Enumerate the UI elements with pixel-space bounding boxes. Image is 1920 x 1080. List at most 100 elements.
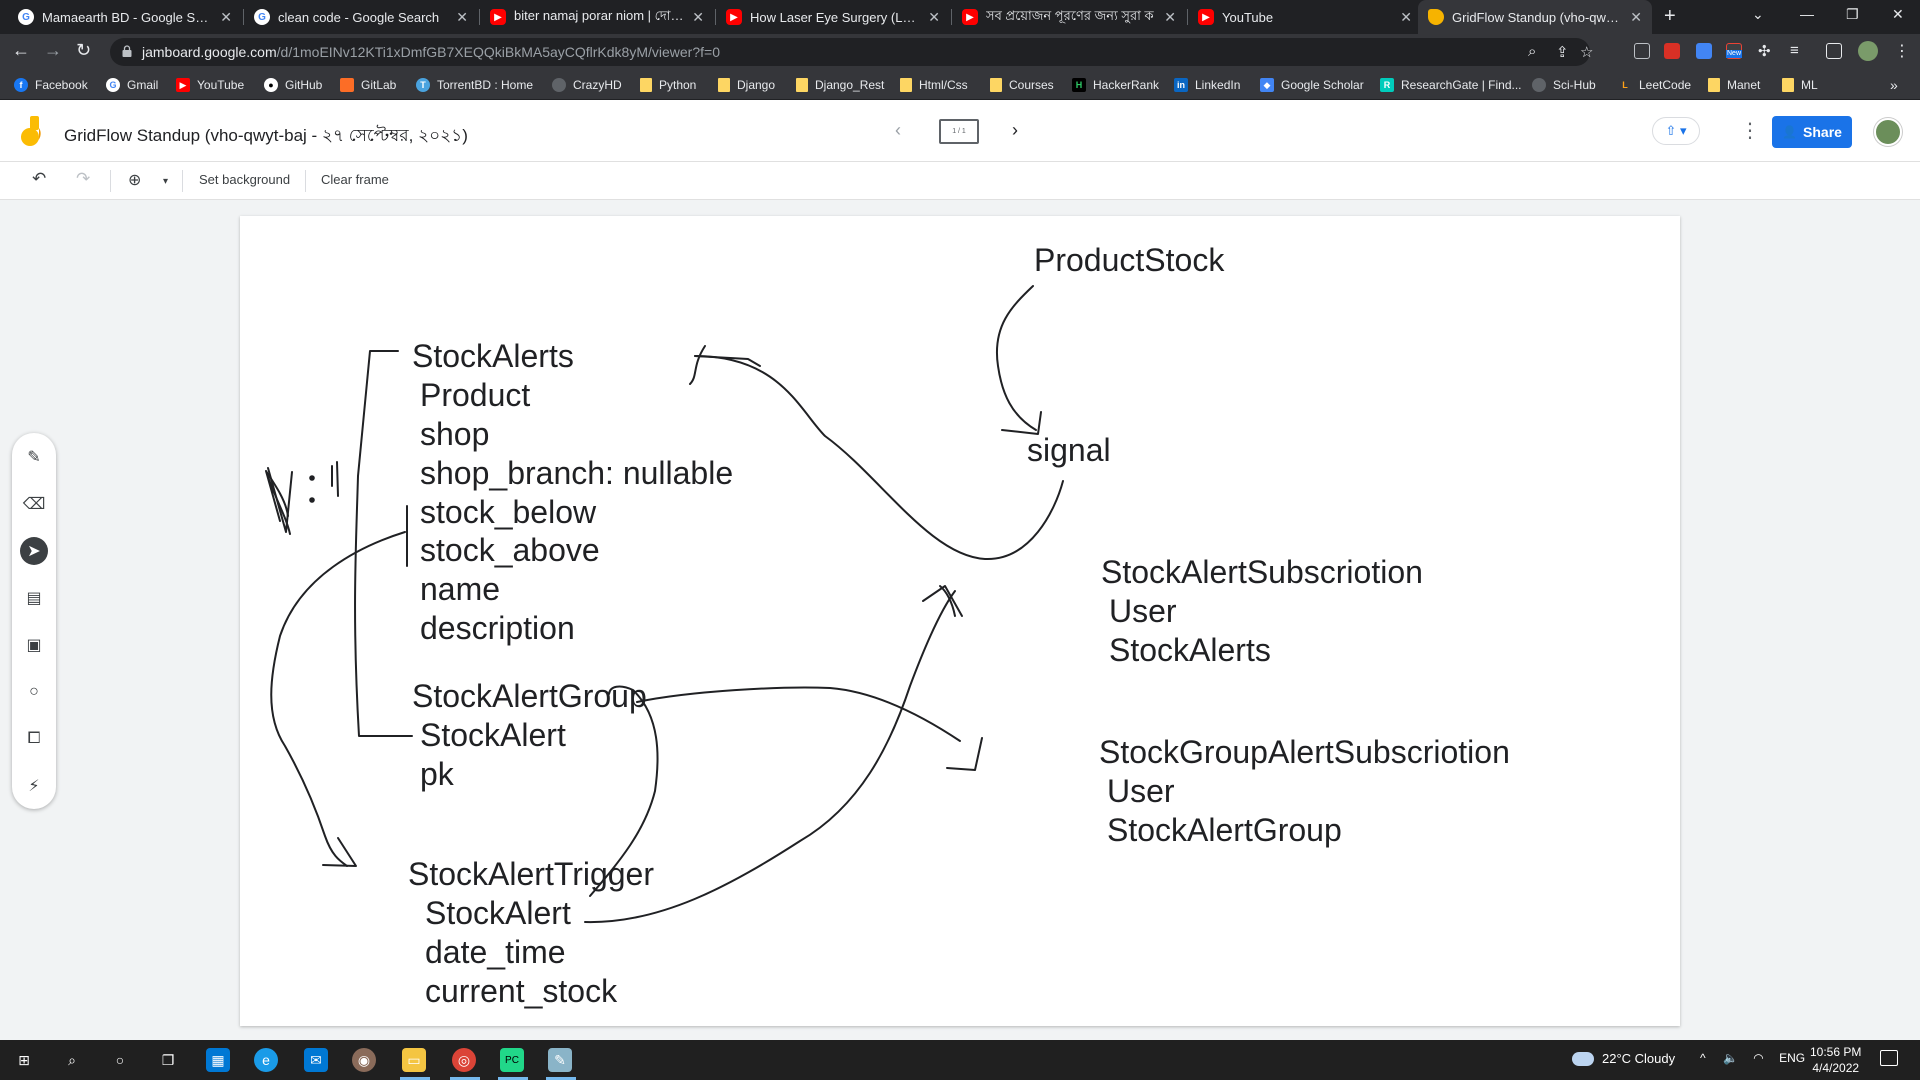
- bookmark-github[interactable]: ●GitHub: [264, 76, 322, 94]
- browser-tab[interactable]: ▶ How Laser Eye Surgery (Lasik) is ✕: [716, 0, 950, 34]
- bookmark-youtube[interactable]: ▶YouTube: [176, 76, 244, 94]
- address-bar[interactable]: jamboard.google.com/d/1moEINv12KTi1xDmfG…: [110, 38, 1594, 66]
- mail-icon[interactable]: ✉: [304, 1048, 328, 1072]
- model-field[interactable]: Product: [420, 377, 531, 413]
- model-field[interactable]: current_stock: [425, 973, 618, 1009]
- bookmark-folder-courses[interactable]: Courses: [990, 76, 1054, 94]
- side-panel-icon[interactable]: [1826, 43, 1842, 59]
- present-button[interactable]: ⇧ ▾: [1652, 117, 1700, 145]
- tray-overflow-icon[interactable]: ^: [1700, 1051, 1706, 1065]
- model-field[interactable]: name: [420, 571, 501, 607]
- back-icon[interactable]: ←: [12, 40, 30, 60]
- bookmark-folder-python[interactable]: Python: [640, 76, 696, 94]
- redo-icon[interactable]: ↷: [76, 169, 91, 188]
- restore-icon[interactable]: ❐: [1846, 6, 1859, 22]
- extensions-puzzle-icon[interactable]: ✣: [1758, 43, 1771, 60]
- weather-widget[interactable]: 22°C Cloudy: [1572, 1051, 1675, 1066]
- extension-new-icon[interactable]: New: [1726, 43, 1743, 59]
- browser-tab[interactable]: ▶ সব প্রয়োজন পূরণের জন্য সুরা ক ✕: [952, 0, 1186, 34]
- more-options-icon[interactable]: ⋮: [1740, 120, 1760, 142]
- model-field[interactable]: User: [1109, 593, 1177, 629]
- close-window-icon[interactable]: ✕: [1892, 6, 1904, 22]
- model-field[interactable]: StockAlertGroup: [1107, 812, 1342, 848]
- chrome-icon[interactable]: ◎: [452, 1048, 476, 1072]
- whiteboard-canvas[interactable]: ProductStock signal StockAlerts Product …: [240, 216, 1680, 1026]
- model-stock-group-alert-subscription-title[interactable]: StockGroupAlertSubscriotion: [1099, 734, 1510, 770]
- zoom-icon[interactable]: ⌕: [1528, 43, 1537, 60]
- eraser-tool-icon[interactable]: ⌫: [22, 496, 46, 513]
- share-button[interactable]: 👤Share: [1772, 116, 1852, 148]
- bookmark-folder-django[interactable]: Django: [718, 76, 775, 94]
- browser-tab[interactable]: ▶ YouTube ✕: [1188, 0, 1422, 34]
- reading-list-icon[interactable]: ≡: [1790, 42, 1799, 59]
- windows-start-icon[interactable]: ⊞: [18, 1051, 30, 1068]
- model-stock-alerts-title[interactable]: StockAlerts: [412, 338, 574, 374]
- extension-translate-icon[interactable]: [1696, 43, 1712, 59]
- browser-tab[interactable]: G Mamaearth BD - Google Search ✕: [8, 0, 242, 34]
- set-background-button[interactable]: Set background: [199, 172, 291, 187]
- avatar[interactable]: [1874, 118, 1902, 146]
- model-stock-alert-subscription-title[interactable]: StockAlertSubscriotion: [1101, 554, 1423, 590]
- label-signal[interactable]: signal: [1027, 432, 1111, 468]
- bookmark-crazyhd[interactable]: CrazyHD: [552, 76, 622, 94]
- forward-icon[interactable]: →: [44, 40, 62, 60]
- close-tab-icon[interactable]: ✕: [220, 8, 232, 25]
- select-tool-icon[interactable]: ➤: [20, 537, 48, 565]
- microsoft-store-icon[interactable]: ▦: [206, 1048, 230, 1072]
- notification-icon[interactable]: [1880, 1050, 1898, 1066]
- browser-tab-active[interactable]: GridFlow Standup (vho-qwyt-ba ✕: [1418, 0, 1652, 34]
- model-field[interactable]: shop: [420, 416, 490, 452]
- bookmark-folder-django-rest[interactable]: Django_Rest: [796, 76, 884, 94]
- undo-icon[interactable]: ↶: [32, 169, 47, 188]
- model-stock-alert-group-title[interactable]: StockAlertGroup: [412, 678, 647, 714]
- bookmark-google-scholar[interactable]: ◆Google Scholar: [1260, 76, 1364, 94]
- next-frame-icon[interactable]: ›: [1012, 120, 1018, 140]
- close-tab-icon[interactable]: ✕: [1630, 8, 1642, 25]
- bookmarks-overflow-button[interactable]: »: [1890, 77, 1898, 93]
- bookmark-folder-ml[interactable]: ML: [1782, 76, 1818, 94]
- new-tab-button[interactable]: +: [1664, 5, 1676, 27]
- pen-tool-icon[interactable]: ✎: [27, 449, 41, 466]
- search-icon[interactable]: ⌕: [68, 1051, 76, 1068]
- close-tab-icon[interactable]: ✕: [928, 8, 940, 25]
- close-tab-icon[interactable]: ✕: [1164, 8, 1176, 25]
- shape-tool-icon[interactable]: ○: [29, 683, 39, 700]
- model-field[interactable]: shop_branch: nullable: [420, 455, 734, 491]
- file-explorer-icon[interactable]: ▭: [402, 1048, 426, 1072]
- laser-tool-icon[interactable]: ⚡: [28, 778, 40, 795]
- page-title[interactable]: GridFlow Standup (vho-qwyt-baj - ২৭ সেপ্…: [64, 126, 468, 145]
- minimize-icon[interactable]: —: [1800, 6, 1814, 22]
- image-tool-icon[interactable]: ▣: [26, 637, 42, 654]
- volume-icon[interactable]: 🔈: [1722, 1051, 1738, 1065]
- bookmark-sci-hub[interactable]: Sci-Hub: [1532, 76, 1596, 94]
- notepad-icon[interactable]: ✎: [548, 1048, 572, 1072]
- close-tab-icon[interactable]: ✕: [1400, 8, 1412, 25]
- cortana-icon[interactable]: ○: [115, 1052, 125, 1068]
- clear-frame-button[interactable]: Clear frame: [321, 172, 389, 187]
- bookmark-folder-html-css[interactable]: Html/Css: [900, 76, 968, 94]
- previous-frame-icon[interactable]: ‹: [895, 120, 901, 140]
- model-field[interactable]: StockAlerts: [1109, 632, 1271, 668]
- bookmark-star-icon[interactable]: ☆: [1580, 44, 1594, 61]
- label-product-stock[interactable]: ProductStock: [1034, 242, 1225, 278]
- zoom-icon[interactable]: ⊕: [128, 172, 142, 189]
- text-box-tool-icon[interactable]: ⧠: [27, 730, 41, 747]
- model-field[interactable]: stock_above: [420, 532, 600, 568]
- close-tab-icon[interactable]: ✕: [456, 8, 468, 25]
- extension-pdf-icon[interactable]: [1664, 43, 1680, 59]
- browser-tab[interactable]: ▶ biter namaj porar niom | দোয়া সু ✕: [480, 0, 714, 34]
- extension-screenshot-icon[interactable]: [1634, 43, 1650, 59]
- bookmark-gitlab[interactable]: GitLab: [340, 76, 396, 94]
- model-stock-alert-trigger-title[interactable]: StockAlertTrigger: [408, 856, 654, 892]
- bookmark-folder-manet[interactable]: Manet: [1708, 76, 1760, 94]
- tab-search-icon[interactable]: ⌄: [1752, 6, 1764, 22]
- model-field[interactable]: pk: [420, 756, 454, 792]
- profile-avatar[interactable]: [1858, 41, 1878, 61]
- reload-icon[interactable]: ↻: [76, 40, 92, 60]
